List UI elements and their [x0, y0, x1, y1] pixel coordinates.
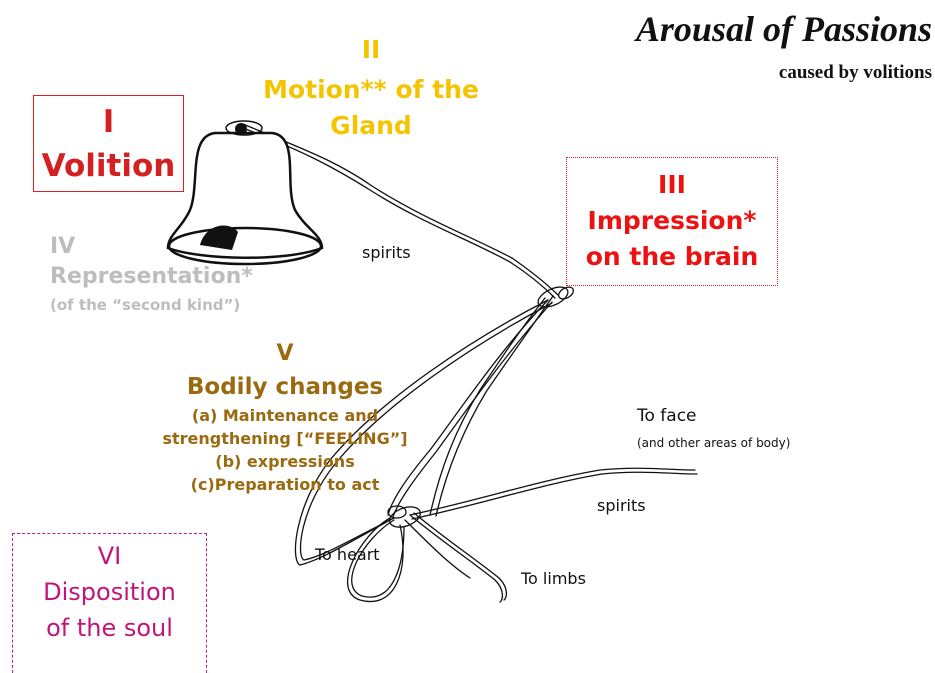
impression-line2: on the brain: [566, 239, 778, 275]
bodily-heading: Bodily changes: [140, 370, 430, 404]
volition-text: Volition: [33, 144, 184, 188]
to-heart-label: To heart: [315, 545, 380, 564]
representation-line1: Representation*: [50, 261, 350, 293]
disposition-line2: of the soul: [12, 610, 207, 646]
impression-line1: Impression*: [566, 203, 778, 239]
bodily-label: V Bodily changes (a) Maintenance and str…: [140, 338, 430, 496]
disposition-label: VI Disposition of the soul: [12, 538, 207, 646]
spirits-top-label: spirits: [362, 243, 411, 262]
disposition-line1: Disposition: [12, 574, 207, 610]
representation-line2: (of the “second kind”): [50, 293, 350, 317]
to-face-label: To face: [637, 406, 697, 426]
bodily-item-a1: (a) Maintenance and: [140, 404, 430, 427]
disposition-numeral: VI: [12, 538, 207, 574]
motion-label: II Motion** of the Gland: [236, 30, 506, 146]
spirits-right-label: spirits: [597, 496, 646, 515]
motion-line1: Motion** of the: [236, 70, 506, 110]
to-limbs-label: To limbs: [521, 569, 586, 588]
bodily-item-a2: strengthening [“FEELING”]: [140, 427, 430, 450]
representation-label: IV Representation* (of the “second kind”…: [50, 233, 350, 317]
impression-label: III Impression* on the brain: [566, 167, 778, 275]
bodily-item-b: (b) expressions: [140, 450, 430, 473]
representation-numeral: IV: [50, 233, 350, 261]
motion-line2: Gland: [236, 106, 506, 146]
impression-numeral: III: [566, 167, 778, 203]
bodily-numeral: V: [140, 338, 430, 370]
to-face-sub-label: (and other areas of body): [637, 436, 790, 450]
volition-label: I Volition: [33, 100, 184, 188]
volition-numeral: I: [33, 100, 184, 144]
bodily-item-c: (c)Preparation to act: [140, 473, 430, 496]
motion-numeral: II: [236, 30, 506, 70]
